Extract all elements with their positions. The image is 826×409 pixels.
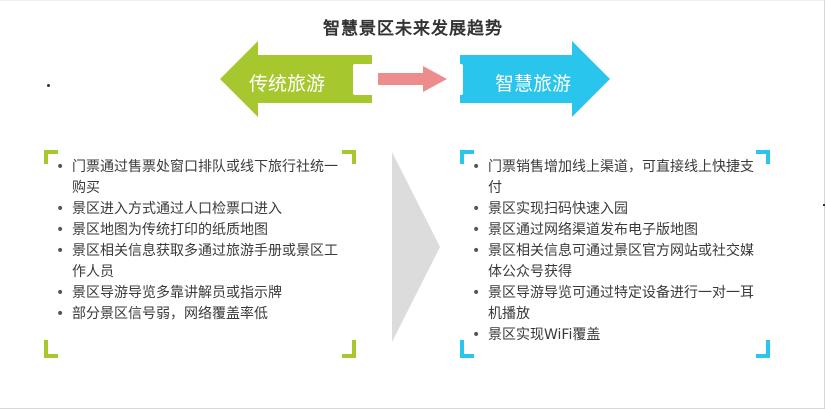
panel-corner: [342, 150, 356, 164]
traditional-tourism-label: 传统旅游: [249, 73, 326, 95]
panel-corner: [44, 150, 58, 164]
stray-dot: [47, 84, 50, 87]
gray-chevron-icon: [392, 152, 440, 342]
list-item: 景区地图为传统打印的纸质地图: [56, 220, 350, 241]
panel-corner: [756, 150, 770, 164]
panel-corner: [460, 340, 474, 358]
list-item: 景区相关信息获取多通过旅游手册或景区工作人员: [56, 241, 350, 283]
smart-tourism-label: 智慧旅游: [495, 73, 572, 95]
list-item: 门票销售增加线上渠道，可直接线上快捷支付: [472, 157, 764, 199]
list-item: 景区进入方式通过人口检票口进入: [56, 199, 350, 220]
list-item: 景区实现WiFi覆盖: [472, 325, 764, 346]
right-blue-arrow-shape: [460, 41, 610, 117]
list-item: 部分景区信号弱，网络覆盖率低: [56, 304, 350, 325]
panel-corner: [342, 340, 356, 358]
traditional-list: 门票通过售票处窗口排队或线下旅行社统一购买 景区进入方式通过人口检票口进入 景区…: [56, 157, 350, 325]
pink-arrow-icon: [378, 66, 447, 92]
list-item: 景区导游导览可通过特定设备进行一对一耳机播放: [472, 283, 764, 325]
list-item: 景区相关信息可通过景区官方网站或社交媒体公众号获得: [472, 241, 764, 283]
smart-list: 门票销售增加线上渠道，可直接线上快捷支付 景区实现扫码快速入园 景区通过网络渠道…: [472, 157, 764, 346]
list-item: 景区通过网络渠道发布电子版地图: [472, 220, 764, 241]
stray-dot: [823, 204, 825, 206]
left-green-arrow-shape: [220, 41, 372, 117]
list-item: 门票通过售票处窗口排队或线下旅行社统一购买: [56, 157, 350, 199]
smart-panel: 门票销售增加线上渠道，可直接线上快捷支付 景区实现扫码快速入园 景区通过网络渠道…: [460, 150, 770, 358]
panel-corner: [460, 150, 474, 164]
list-item: 景区导游导览多靠讲解员或指示牌: [56, 283, 350, 304]
panel-corner: [756, 340, 770, 358]
traditional-panel: 门票通过售票处窗口排队或线下旅行社统一购买 景区进入方式通过人口检票口进入 景区…: [44, 150, 356, 358]
list-item: 景区实现扫码快速入园: [472, 199, 764, 220]
diagram-title: 智慧景区未来发展趋势: [323, 19, 503, 39]
panel-corner: [44, 340, 58, 358]
